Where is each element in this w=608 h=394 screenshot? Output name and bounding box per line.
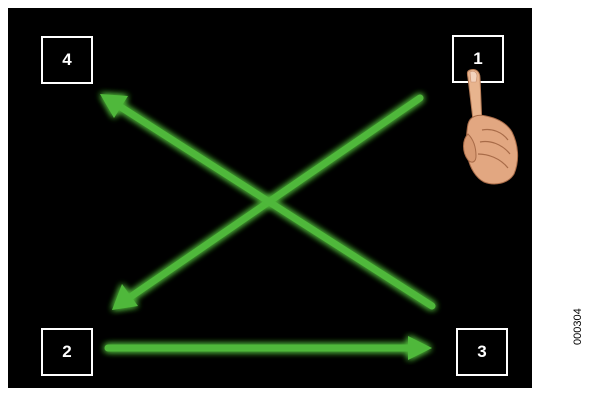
touch-screen-panel: 4 1 2 3	[8, 8, 532, 388]
position-box-2: 2	[41, 328, 93, 376]
position-box-label: 2	[62, 342, 72, 361]
arrow-2-to-3	[104, 336, 432, 360]
arrow-3-to-4	[100, 94, 436, 310]
position-box-label: 3	[477, 342, 487, 361]
pointing-hand-icon	[463, 69, 519, 185]
position-box-3: 3	[456, 328, 508, 376]
figure-id-label: 000304	[572, 308, 584, 345]
position-box-label: 1	[473, 49, 483, 68]
position-box-label: 4	[62, 50, 72, 69]
gesture-arrows	[100, 94, 436, 360]
position-box-4: 4	[41, 36, 93, 84]
arrow-1-to-2	[112, 94, 424, 310]
